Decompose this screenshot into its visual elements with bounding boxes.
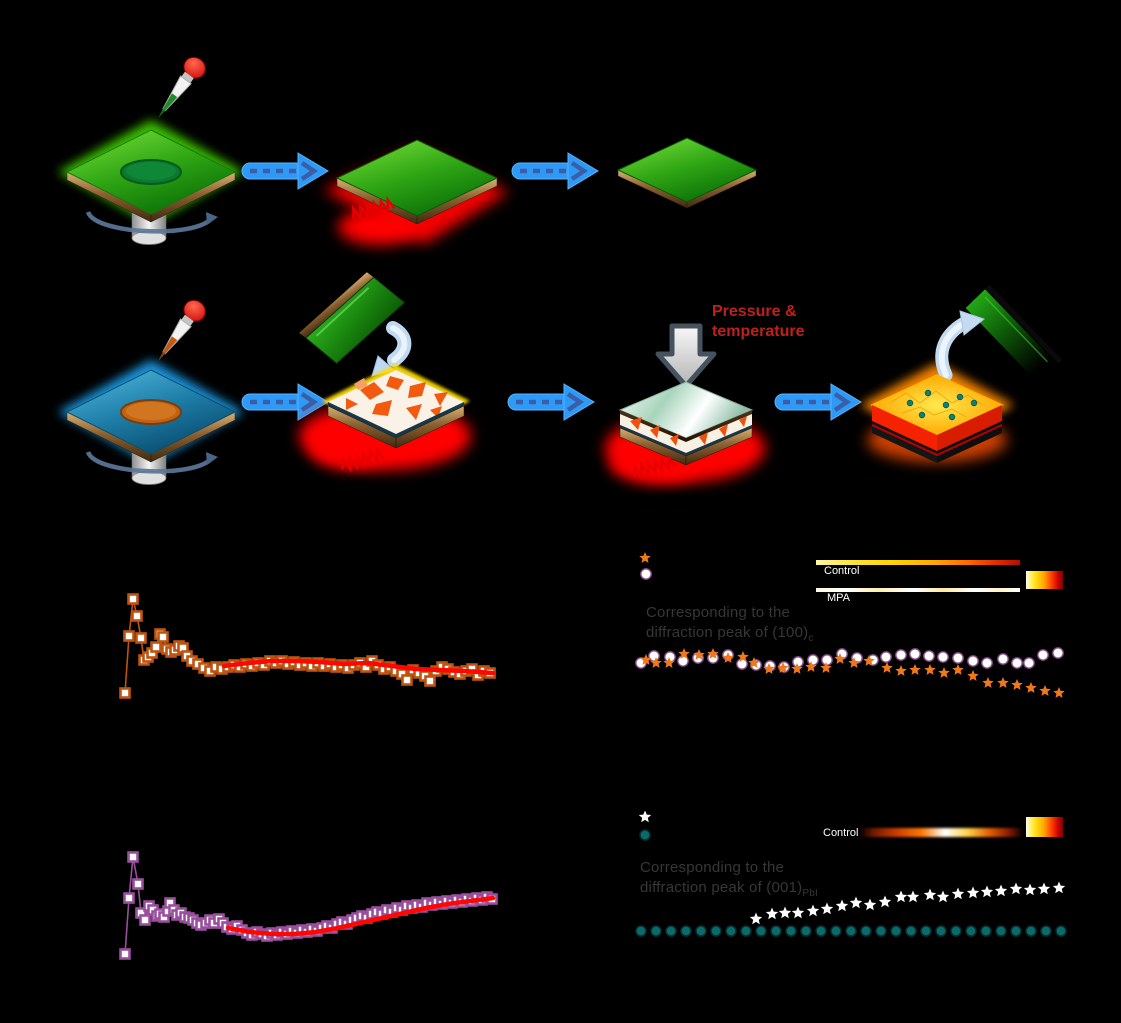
annotation-001-line1: Corresponding to the — [640, 859, 785, 876]
trace-100-fit — [221, 658, 496, 676]
legend-teal-circle — [639, 829, 651, 841]
strip-label-control-001: Control — [823, 827, 859, 839]
spin-coater-green-icon — [58, 118, 244, 245]
crystallites — [346, 376, 448, 420]
annotation-100-line2: diffraction peak of (100) — [646, 624, 809, 641]
process-arrow-icon — [510, 151, 599, 191]
heat-glow — [605, 414, 765, 482]
trace-001-fit — [225, 895, 496, 937]
annotation-100-sub: c — [808, 633, 814, 644]
white-circle-series — [635, 647, 1064, 673]
heat-zigzag-icon — [633, 454, 677, 481]
precursor-puddle — [120, 399, 182, 425]
final-green-film-icon — [612, 132, 762, 212]
heat-glow — [323, 148, 509, 244]
spin-chuck — [131, 437, 167, 479]
annotation-100: Corresponding to the diffraction peak of… — [646, 603, 896, 649]
trace-001-data — [119, 851, 498, 960]
process-arrow-icon — [506, 382, 595, 422]
legend-orange-star — [639, 552, 651, 563]
yellow-halo — [322, 364, 470, 438]
annotation-100-line1: Corresponding to the — [646, 604, 791, 621]
green-glow — [58, 120, 244, 224]
process-arrow-icon — [240, 151, 329, 191]
annealing-film-icon — [323, 132, 509, 245]
peel-arrow-icon — [935, 314, 975, 382]
strip-label-mpa-100: MPA — [827, 592, 851, 604]
annealed-mpa-film-top — [870, 374, 1004, 436]
legend-white-star — [638, 810, 652, 823]
place-down-arrow-icon — [386, 321, 412, 367]
heat-glow — [299, 402, 471, 470]
strip-label-control-100: Control — [824, 565, 860, 577]
process-arrow-icon — [240, 382, 329, 422]
cover-glass-icon — [298, 272, 406, 365]
peeled-substrate-icon — [964, 284, 1063, 385]
rotation-arrow-icon — [85, 210, 215, 234]
crystallizing-film-top — [327, 369, 465, 435]
cover-and-crystallize-icon — [290, 272, 480, 490]
orange-star-series — [640, 648, 1065, 698]
chart-001-trace — [119, 851, 498, 960]
grain-dots — [906, 389, 978, 421]
legend-white-circle — [640, 568, 652, 580]
press-arrow-icon — [655, 323, 717, 389]
peel-off-icon — [860, 275, 1063, 480]
heatmap-strip-control-100 — [816, 560, 1020, 565]
colorbar-100 — [1026, 571, 1063, 589]
pressure-line2: temperature — [712, 323, 805, 340]
pressure-temperature-label: Pressure & temperature — [712, 302, 804, 342]
heat-zigzag-icon — [352, 196, 396, 223]
process-arrow-icon — [773, 382, 862, 422]
press-plate-top — [618, 381, 754, 439]
green-film-top — [335, 139, 499, 217]
annotation-001-sub: PbI — [802, 888, 818, 899]
substrate-top-face — [65, 369, 237, 455]
substrate-top-face — [65, 129, 237, 215]
dropper-bulb — [183, 56, 206, 79]
dropper-bulb — [183, 299, 206, 322]
blue-glow — [58, 360, 244, 464]
spin-coater-blue-icon — [58, 358, 244, 485]
annotation-001-line2: diffraction peak of (001) — [640, 879, 803, 896]
rotation-arrow-icon — [85, 450, 215, 474]
colorbar-001 — [1026, 817, 1063, 837]
squeezed-crystals — [630, 416, 747, 446]
dropper-orange-icon — [135, 295, 220, 375]
spin-chuck — [131, 197, 167, 239]
heat-zigzag-icon — [341, 446, 385, 473]
orange-glow — [860, 363, 1014, 447]
chart-100-trace — [119, 593, 496, 699]
heatmap-streak-control-001 — [860, 828, 1023, 837]
trace-100-data — [119, 593, 496, 699]
annotation-001: Corresponding to the diffraction peak of… — [640, 858, 890, 904]
pressure-line1: Pressure & — [712, 303, 797, 320]
heatmap-strip-mpa-100 — [816, 588, 1020, 592]
teal-circle-series — [635, 925, 1067, 937]
solution-puddle — [120, 159, 182, 185]
dropper-green-icon — [135, 52, 220, 132]
